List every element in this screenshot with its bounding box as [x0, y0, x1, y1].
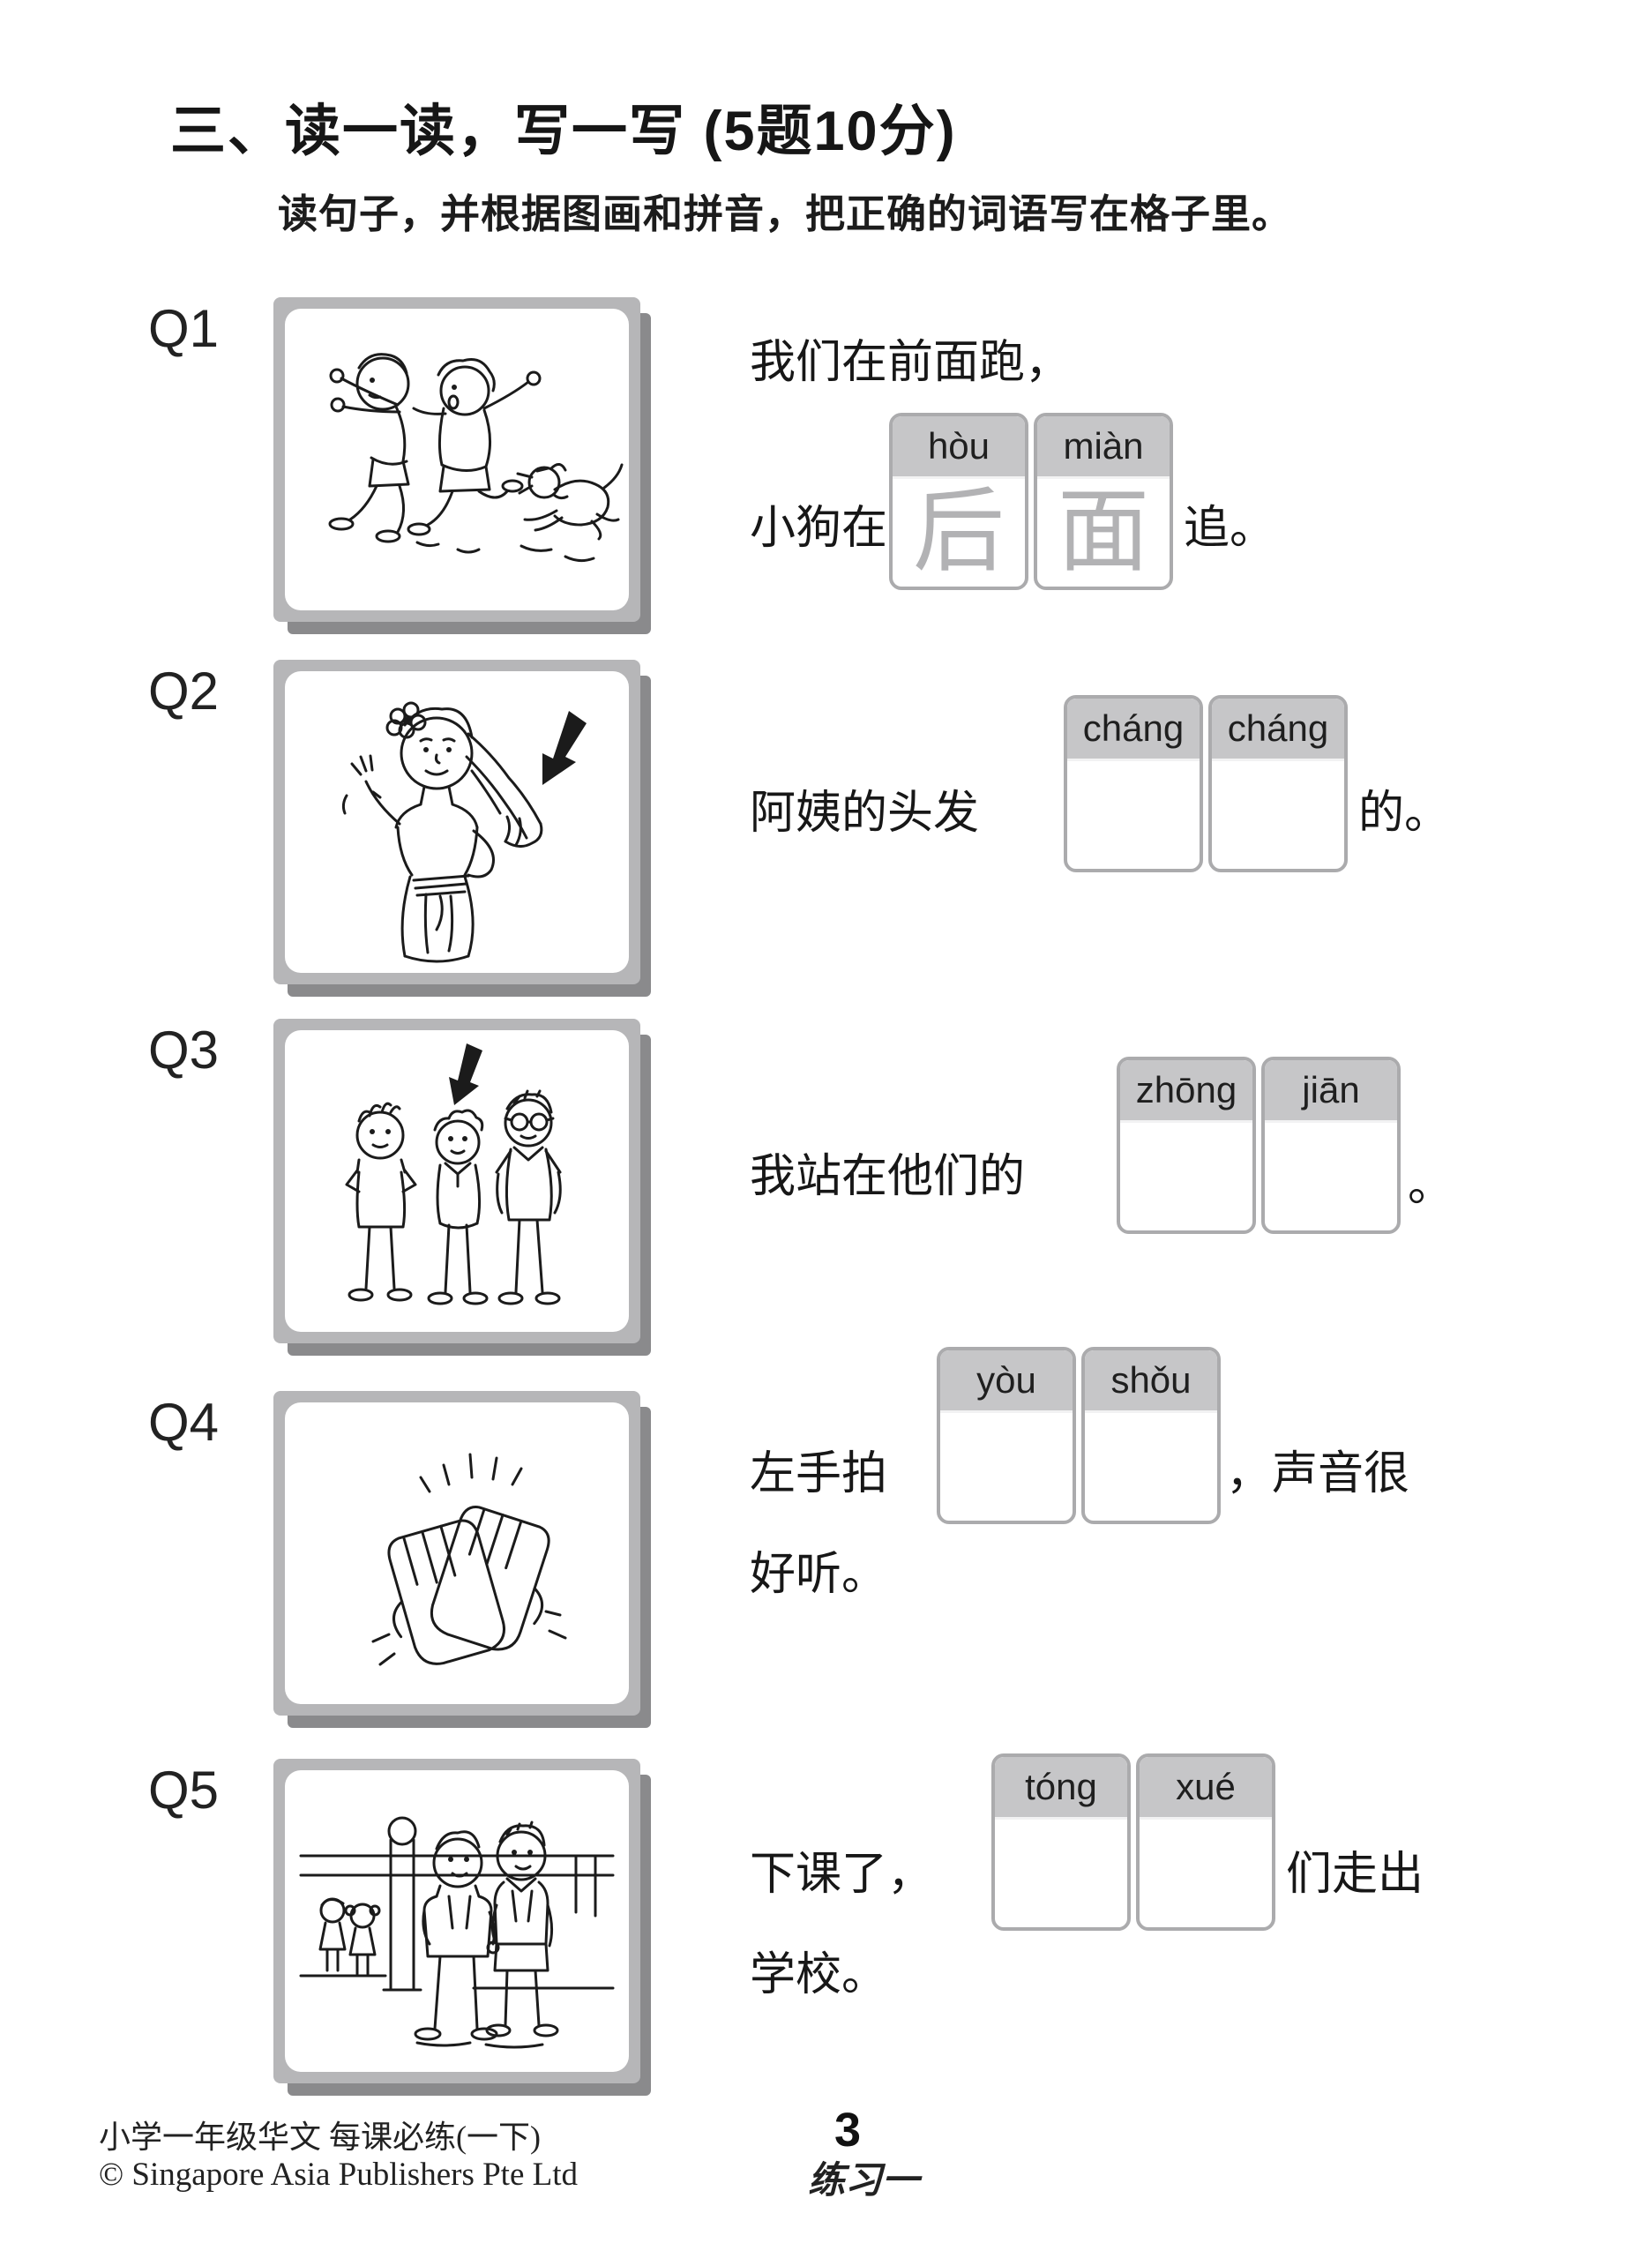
three-boys-illustration [345, 1043, 562, 1305]
pinyin-label: shǒu [1085, 1350, 1217, 1413]
sentence-before-box: 下课了， [750, 1850, 934, 1900]
answer-cell[interactable] [940, 1413, 1073, 1521]
running-boys-and-dog-illustration [328, 353, 624, 563]
trace-character: 面 [1057, 482, 1149, 583]
picture-frame [273, 297, 640, 622]
arrow-icon [449, 1043, 482, 1105]
answer-box: cháng cháng [1064, 695, 1348, 872]
trace-character: 后 [912, 482, 1005, 583]
answer-cell[interactable] [995, 1820, 1127, 1927]
picture-frame [273, 1759, 640, 2083]
sentence-after-box: 的。 [1358, 789, 1451, 839]
answer-cell[interactable]: 面 [1037, 479, 1170, 587]
answer-cell-2: jiān [1261, 1057, 1401, 1234]
section-title: 三、读一读，写一写 (5题10分) [170, 101, 957, 162]
pinyin-label: cháng [1212, 699, 1344, 761]
sentence-after-box: 追。 [1184, 504, 1276, 554]
picture-frame [273, 1391, 640, 1716]
sentence-before-box: 左手拍 [750, 1449, 888, 1499]
sentence-line2: 学校。 [750, 1950, 888, 2000]
answer-cell[interactable] [1085, 1413, 1217, 1521]
question-label: Q1 [148, 299, 220, 358]
sentence-before-box: 小狗在 [750, 504, 888, 554]
question-label: Q3 [148, 1021, 220, 1080]
students-leaving-school-illustration [299, 1816, 615, 2049]
sentence-before-box: 我站在他们的 [750, 1152, 1026, 1202]
sentence-line1: 我们在前面跑， [750, 338, 1072, 388]
arrow-icon [542, 711, 587, 785]
pinyin-label: cháng [1067, 699, 1200, 761]
picture-panel [285, 1770, 629, 2072]
answer-box: tóng xué [991, 1753, 1275, 1931]
section-instructions: 读句子，并根据图画和拼音，把正确的词语写在格子里。 [278, 191, 1293, 236]
clapping-hands-illustration [371, 1453, 567, 1666]
picture-frame [273, 660, 640, 984]
answer-cell[interactable] [1265, 1123, 1397, 1230]
picture-panel [285, 1402, 629, 1704]
sentence-after-box: ，声音很 [1226, 1449, 1410, 1499]
pinyin-label: jiān [1265, 1060, 1397, 1123]
pinyin-label: miàn [1037, 416, 1170, 479]
answer-cell-1: yòu [937, 1347, 1076, 1524]
answer-box: hòu 后 miàn 面 [889, 413, 1173, 590]
question-label: Q5 [148, 1761, 220, 1820]
question-label: Q4 [148, 1393, 220, 1452]
pinyin-label: yòu [940, 1350, 1073, 1413]
sentence-before-box: 阿姨的头发 [750, 789, 980, 839]
answer-cell-1: hòu 后 [889, 413, 1028, 590]
answer-cell[interactable]: 后 [893, 479, 1025, 587]
picture-panel [285, 309, 629, 610]
answer-cell-1: cháng [1064, 695, 1203, 872]
answer-cell[interactable] [1067, 761, 1200, 869]
sentence-line2: 好听。 [750, 1550, 888, 1600]
copyright-notice: © Singapore Asia Publishers Pte Ltd [99, 2157, 579, 2193]
picture-panel [285, 1030, 629, 1332]
answer-cell-1: tóng [991, 1753, 1131, 1931]
answer-cell-2: cháng [1208, 695, 1348, 872]
sentence-after-box: 。 [1408, 1161, 1454, 1211]
answer-cell-1: zhōng [1117, 1057, 1256, 1234]
pinyin-label: tóng [995, 1757, 1127, 1820]
page-number: 3 [834, 2104, 862, 2157]
question-label: Q2 [148, 662, 220, 721]
sentence-after-box: 们走出 [1286, 1850, 1424, 1900]
pinyin-label: xué [1140, 1757, 1272, 1820]
answer-cell-2: shǒu [1081, 1347, 1221, 1524]
answer-box: zhōng jiān [1117, 1057, 1401, 1234]
answer-cell-2: miàn 面 [1034, 413, 1173, 590]
answer-cell-2: xué [1136, 1753, 1275, 1931]
answer-cell[interactable] [1212, 761, 1344, 869]
answer-cell[interactable] [1120, 1123, 1252, 1230]
picture-frame [273, 1019, 640, 1343]
book-series-title: 小学一年级华文 每课必练(一下) [99, 2120, 541, 2155]
aunt-long-hair-illustration [341, 701, 587, 963]
answer-cell[interactable] [1140, 1820, 1272, 1927]
exercise-label: 练习一 [808, 2161, 920, 2202]
answer-box: yòu shǒu [937, 1347, 1221, 1524]
picture-panel [285, 671, 629, 973]
pinyin-label: zhōng [1120, 1060, 1252, 1123]
pinyin-label: hòu [893, 416, 1025, 479]
